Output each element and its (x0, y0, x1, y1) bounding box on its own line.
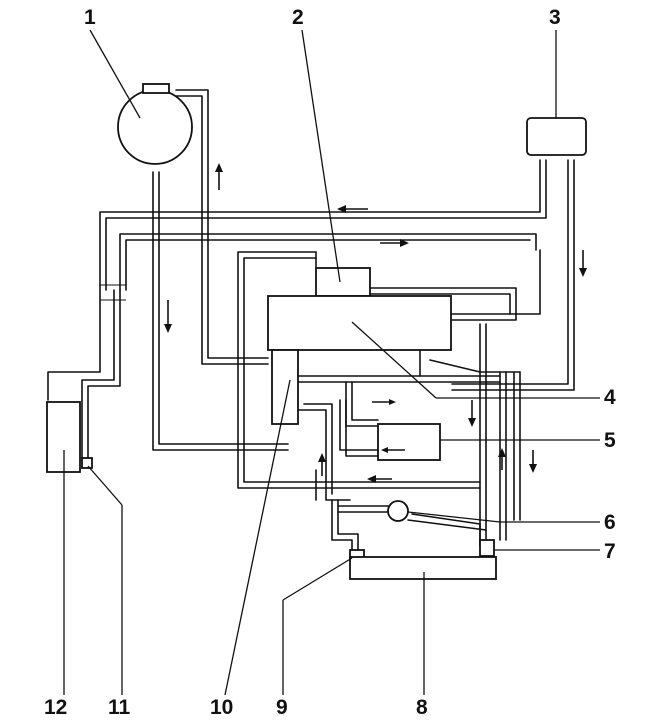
arrow-down-icon (164, 300, 172, 333)
arrow-up-icon (498, 448, 506, 470)
radiator (349, 556, 497, 580)
callout-6: 6 (604, 511, 616, 534)
arrow-up-icon (318, 453, 326, 476)
heater-valve (81, 457, 93, 469)
callout-2: 2 (292, 6, 304, 29)
arrow-left-icon (337, 205, 368, 213)
callout-1: 1 (84, 6, 96, 29)
coolant-pump (387, 500, 409, 522)
callout-3: 3 (549, 6, 561, 29)
arrow-left-icon (381, 447, 405, 453)
components (46, 83, 587, 580)
thermostat-housing (271, 349, 299, 425)
callout-11: 11 (108, 696, 131, 719)
callout-9: 9 (276, 696, 288, 719)
expansion-tank (117, 89, 193, 165)
radiator-connector (479, 539, 495, 557)
reservoir-top-right (526, 117, 587, 156)
arrow-down-icon (468, 400, 476, 427)
arrow-left-icon (367, 475, 392, 483)
callout-labels: 1 2 3 4 5 6 7 8 9 10 11 12 (44, 6, 616, 719)
arrow-up-icon (215, 163, 223, 190)
leader-lines (63, 29, 600, 696)
oil-cooler (377, 423, 441, 461)
flow-arrows (164, 163, 587, 483)
callout-4: 4 (604, 386, 616, 409)
expansion-tank-cap (142, 83, 170, 94)
top-sensor-unit (315, 267, 371, 297)
callout-5: 5 (604, 429, 616, 452)
arrow-down-icon (529, 450, 537, 473)
arrow-down-icon (579, 250, 587, 277)
callout-10: 10 (210, 696, 233, 719)
cylinder-head (267, 295, 452, 351)
callout-12: 12 (44, 696, 67, 719)
callout-7: 7 (604, 540, 616, 563)
callout-8: 8 (416, 696, 428, 719)
arrow-right-icon (372, 399, 396, 405)
arrow-right-icon (380, 239, 409, 247)
